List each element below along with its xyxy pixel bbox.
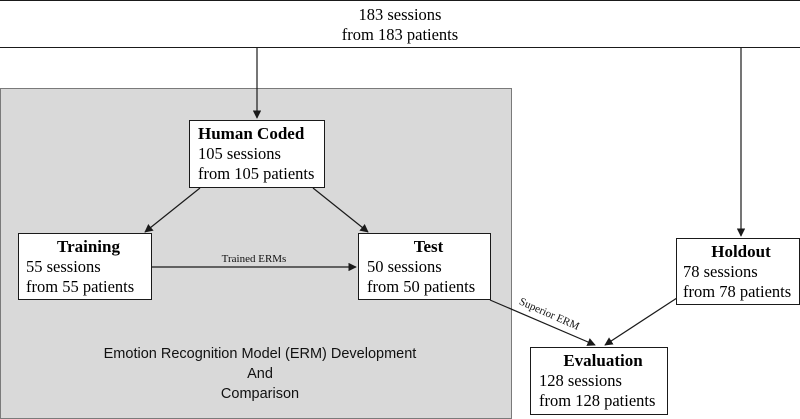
evaluation-box: Evaluation 128 sessions from 128 patient… bbox=[530, 347, 668, 415]
source-patients: from 183 patients bbox=[341, 25, 459, 44]
human-coded-patients: from 105 patients bbox=[198, 164, 315, 183]
holdout-patients: from 78 patients bbox=[683, 282, 792, 301]
training-sessions: 55 sessions bbox=[26, 257, 101, 276]
training-title: Training bbox=[57, 237, 120, 256]
arrow-test-to-evaluation bbox=[489, 299, 596, 346]
test-sessions: 50 sessions bbox=[367, 257, 442, 276]
arrow-holdout-to-evaluation bbox=[604, 295, 681, 346]
evaluation-title: Evaluation bbox=[563, 351, 643, 370]
test-patients: from 50 patients bbox=[367, 277, 476, 296]
label-trained-erms: Trained ERMs bbox=[222, 253, 287, 265]
arrow-human-coded-to-test bbox=[312, 187, 369, 233]
source-sessions: 183 sessions bbox=[358, 5, 442, 24]
holdout-box: Holdout 78 sessions from 78 patients bbox=[676, 238, 800, 305]
arrow-human-coded-to-training bbox=[144, 187, 201, 233]
evaluation-patients: from 128 patients bbox=[539, 391, 656, 410]
test-title: Test bbox=[413, 237, 444, 256]
erm-development-line-2: And bbox=[247, 366, 273, 382]
holdout-sessions: 78 sessions bbox=[683, 262, 758, 281]
erm-development-label: Emotion Recognition Model (ERM) Developm… bbox=[60, 344, 460, 404]
human-coded-box: Human Coded 105 sessions from 105 patien… bbox=[189, 120, 325, 188]
training-patients: from 55 patients bbox=[26, 277, 135, 296]
label-superior-erm: Superior ERM bbox=[517, 296, 581, 333]
human-coded-sessions: 105 sessions bbox=[198, 144, 281, 163]
human-coded-title: Human Coded bbox=[198, 124, 305, 143]
holdout-title: Holdout bbox=[711, 242, 771, 261]
evaluation-sessions: 128 sessions bbox=[539, 371, 622, 390]
source-box: 183 sessions from 183 patients bbox=[0, 0, 800, 48]
erm-development-line-1: Emotion Recognition Model (ERM) Developm… bbox=[103, 346, 417, 362]
training-box: Training 55 sessions from 55 patients bbox=[18, 233, 152, 300]
erm-development-line-3: Comparison bbox=[220, 386, 300, 402]
test-box: Test 50 sessions from 50 patients bbox=[358, 233, 491, 300]
